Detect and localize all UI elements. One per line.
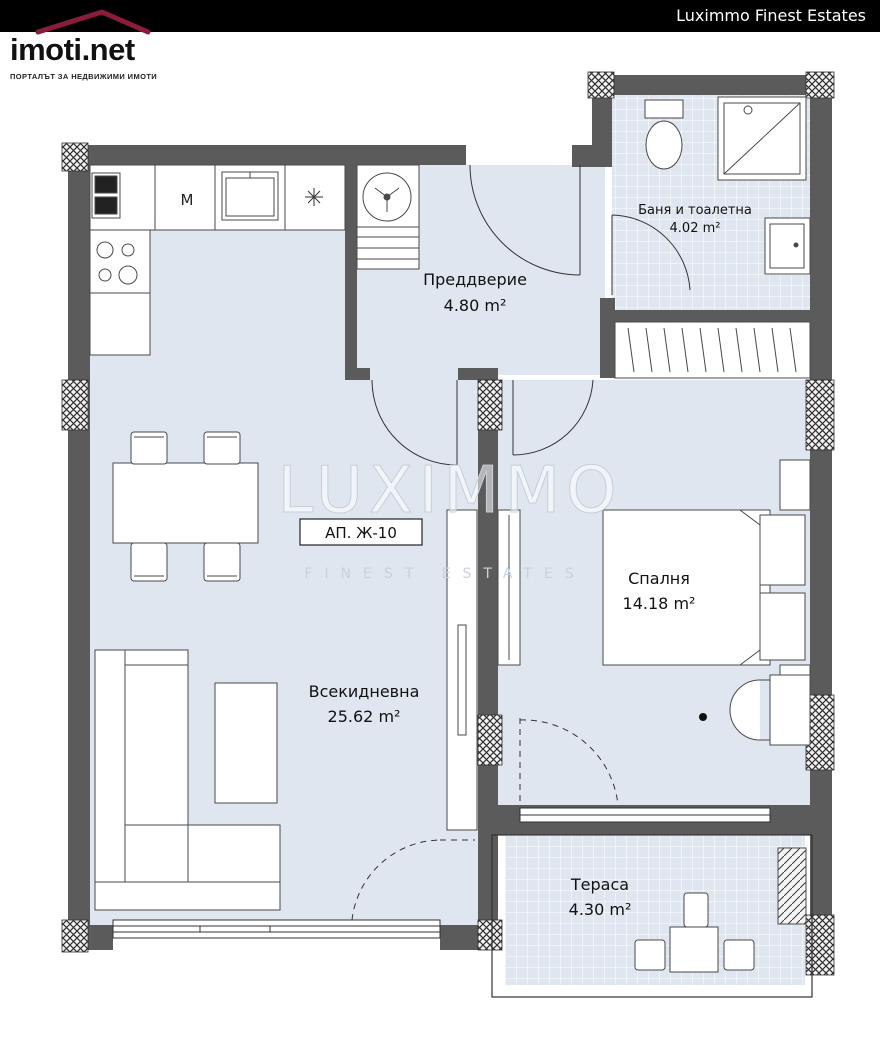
kitchen-marker: M [181, 191, 194, 209]
hall-area: 4.80 m² [444, 296, 507, 315]
doors [351, 164, 691, 921]
terrace-area: 4.30 m² [569, 900, 632, 919]
hatched-walls [61, 71, 835, 976]
bathroom-area: 4.02 m² [670, 221, 721, 236]
lamp-dot [699, 713, 707, 721]
site-logo[interactable]: imoti.net ПОРТАЛЪТ ЗА НЕДВИЖИМИ ИМОТИ [10, 6, 210, 86]
logo-tagline: ПОРТАЛЪТ ЗА НЕДВИЖИМИ ИМОТИ [10, 72, 158, 81]
bed [602, 459, 811, 746]
terrace-furniture [634, 847, 807, 973]
dining-set [112, 431, 259, 582]
bathroom-fixtures [644, 96, 811, 275]
top-bar: Luximmo Finest Estates [0, 0, 880, 32]
sofa [94, 649, 281, 911]
living-room-name: Всекидневна [309, 682, 420, 701]
terrace-name: Тераса [570, 875, 629, 894]
agency-name: Luximmo Finest Estates [676, 6, 866, 25]
bedroom-name: Спалня [628, 569, 690, 588]
watermark-main: LUXIMMO [278, 454, 623, 528]
wardrobe [614, 321, 811, 379]
logo-suffix: .net [81, 32, 136, 67]
bedroom-area: 14.18 m² [623, 594, 696, 613]
roof-icon [35, 9, 151, 35]
partition-units [446, 509, 521, 831]
logo-name: imoti [10, 32, 82, 67]
logo-wordmark: imoti.net [10, 32, 135, 68]
living-room-area: 25.62 m² [328, 707, 401, 726]
kitchen [89, 164, 346, 356]
washing-machine [356, 164, 420, 270]
apartment-code: АП. Ж-10 [325, 524, 397, 542]
terrace-railing [491, 834, 813, 998]
watermark-sub: FINEST ESTATES [304, 566, 585, 582]
roof-shape [35, 9, 151, 35]
apartment-code-box [299, 518, 423, 546]
hall-name: Преддверие [423, 270, 527, 289]
bathroom-name: Баня и тоалетна [638, 203, 752, 218]
snowflake-icon [305, 188, 323, 206]
windows [112, 807, 771, 939]
